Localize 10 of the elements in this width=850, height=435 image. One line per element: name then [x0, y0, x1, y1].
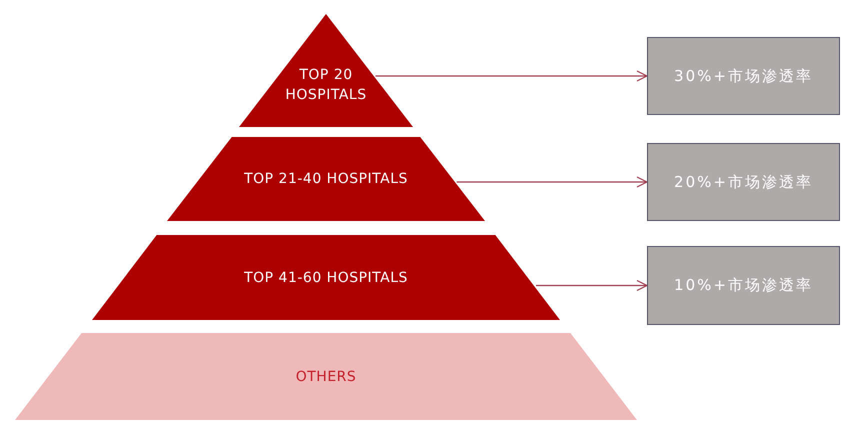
percentage-box: 30%+市场渗透率: [647, 37, 840, 115]
tier-label: TOP 20 HOSPITALS: [284, 66, 368, 105]
tier-label: OTHERS: [294, 368, 358, 386]
percentage-box: 10%+市场渗透率: [647, 246, 840, 325]
tier-label: TOP 41-60 HOSPITALS: [243, 268, 409, 288]
arrow: [376, 70, 648, 82]
arrow: [536, 280, 648, 292]
arrow: [456, 176, 648, 188]
percentage-box: 20%+市场渗透率: [647, 143, 840, 221]
tier-label: TOP 21-40 HOSPITALS: [243, 170, 409, 189]
